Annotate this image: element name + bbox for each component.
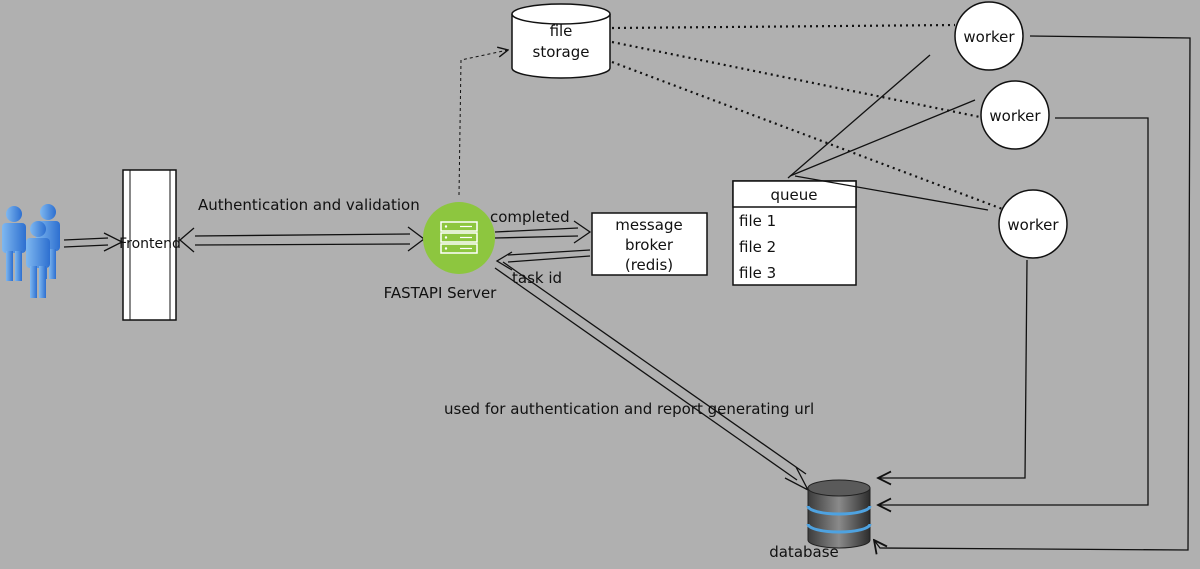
- server-to-broker-arrow: [494, 220, 592, 244]
- queue-item: file 1: [739, 212, 776, 230]
- worker-label: worker: [989, 107, 1041, 125]
- worker-node-2: worker: [980, 80, 1050, 150]
- worker-node-3: worker: [998, 189, 1068, 259]
- worker-label: worker: [1007, 216, 1059, 234]
- server-database-arrow: [494, 261, 810, 492]
- task-id-edge-label: task id: [512, 269, 562, 287]
- frontend-server-arrow: [179, 226, 426, 253]
- file-storage-label-line2: storage: [533, 43, 590, 61]
- broker-label-line3: (redis): [625, 256, 673, 274]
- worker-label: worker: [963, 28, 1015, 46]
- users-icon: [2, 204, 60, 298]
- queue-title: queue: [771, 186, 818, 204]
- server-node: FASTAPI Server: [384, 202, 498, 302]
- server-icon: [440, 221, 478, 254]
- broker-label-line1: message: [615, 216, 682, 234]
- users-to-frontend-arrow: [63, 232, 124, 252]
- database-label: database: [769, 543, 839, 561]
- broker-to-server-arrow: [495, 249, 591, 271]
- worker-node-1: worker: [954, 1, 1024, 71]
- message-broker-box: message broker (redis): [591, 212, 708, 276]
- server-label: FASTAPI Server: [384, 284, 498, 302]
- frontend-label: Frontend: [119, 236, 181, 252]
- completed-edge-label: completed: [490, 208, 570, 226]
- server-to-storage-line: [458, 50, 508, 196]
- broker-label-line2: broker: [625, 236, 674, 254]
- frontend-box: Frontend: [119, 169, 181, 321]
- storage-to-workers-lines: [611, 23, 1006, 212]
- queue-item: file 3: [739, 264, 776, 282]
- queue-to-workers-lines: [787, 54, 989, 211]
- auth-edge-label: Authentication and validation: [198, 196, 420, 214]
- db-usage-edge-label: used for authentication and report gener…: [444, 400, 814, 418]
- queue-table: queue file 1 file 2 file 3: [732, 180, 857, 286]
- queue-item: file 2: [739, 238, 776, 256]
- database-icon: [806, 479, 872, 549]
- file-storage-label-line1: file: [550, 22, 573, 40]
- file-storage-cylinder: file storage: [511, 3, 611, 79]
- workers-to-database-lines: [874, 35, 1191, 550]
